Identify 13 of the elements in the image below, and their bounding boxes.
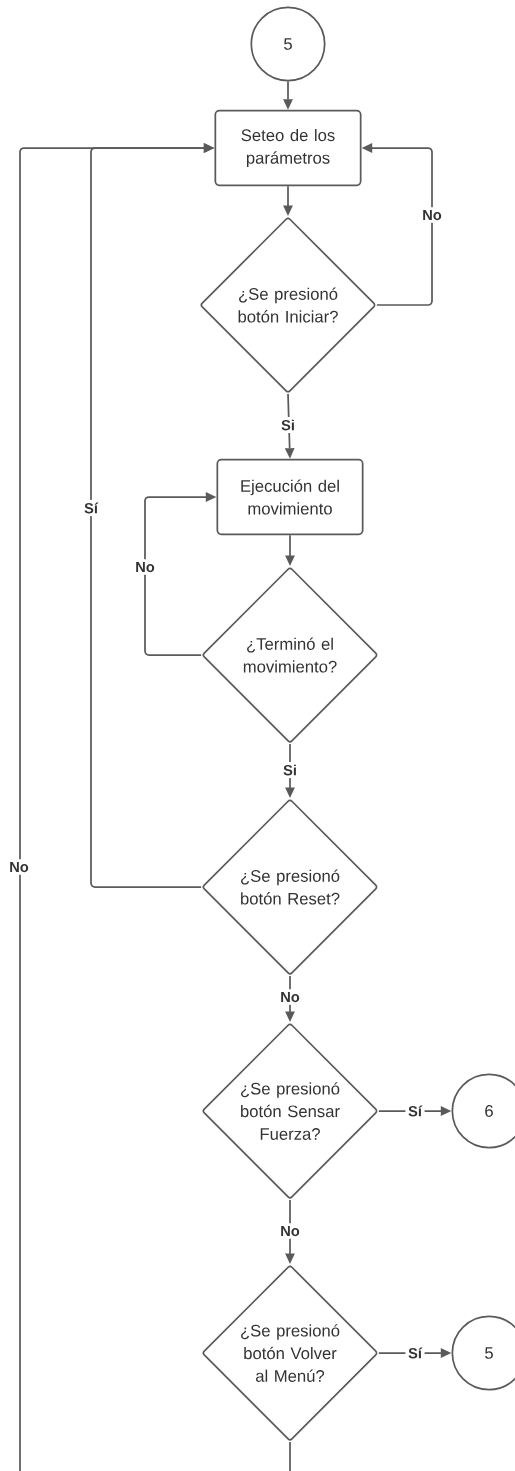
edge-label: Sí	[405, 1102, 425, 1120]
edge-label: No	[6, 859, 32, 875]
edge-label: Sí	[81, 499, 101, 517]
process-box: Seteo de los parámetros	[214, 109, 362, 187]
edge-label: No	[132, 559, 158, 575]
edge-label: Si	[280, 761, 300, 779]
edge-label: Si	[278, 416, 298, 434]
edge-label: Sí	[405, 1344, 425, 1362]
process-box: Ejecución del movimiento	[216, 458, 364, 536]
edge-label: No	[277, 1223, 303, 1239]
edge-label: No	[419, 207, 445, 223]
edge-label: No	[277, 989, 303, 1005]
arrow	[19, 143, 291, 1471]
